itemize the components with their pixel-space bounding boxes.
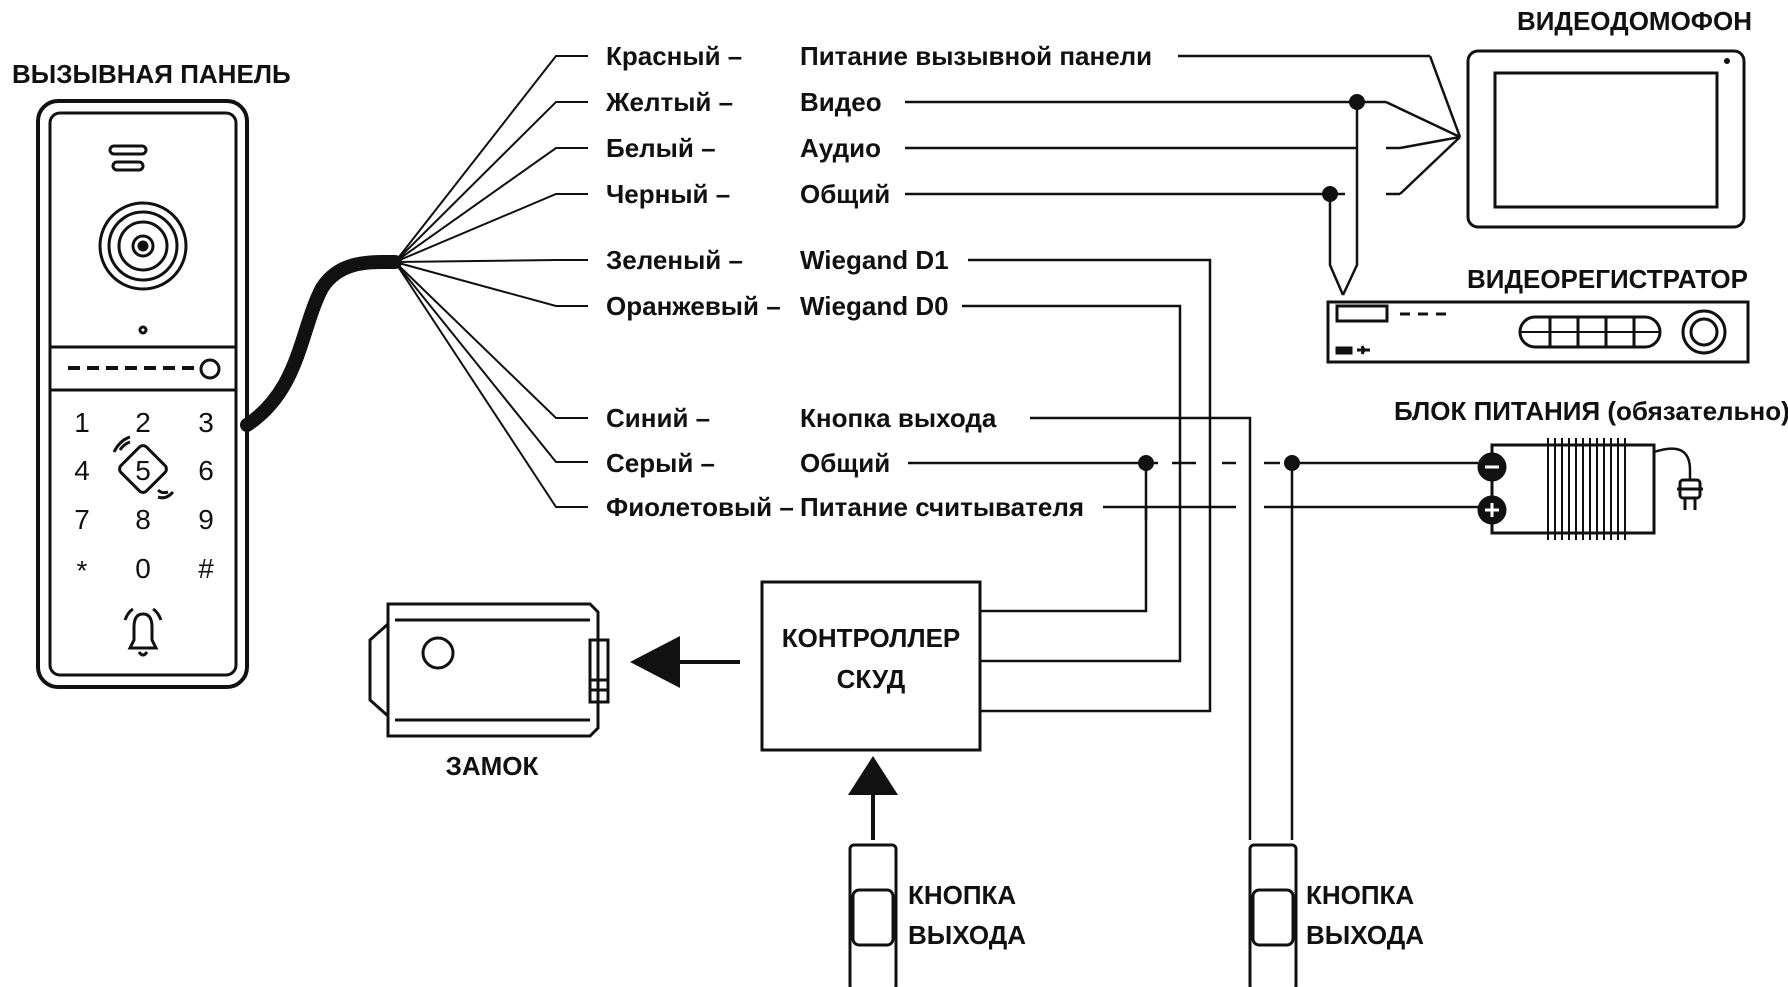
dvr-device: [1326, 300, 1750, 364]
wire-labels: Красный – Питание вызывной панели Желтый…: [605, 41, 1152, 522]
wire-color-label: Синий –: [606, 403, 710, 433]
videophone-monitor: [1466, 49, 1746, 229]
exit-button-2-label-line2: ВЫХОДА: [1306, 920, 1424, 950]
wire-color-label: Белый –: [606, 133, 716, 163]
key-hash: #: [198, 553, 214, 584]
wire-function-label: Питание считывателя: [800, 492, 1084, 522]
power-supply: [1477, 438, 1703, 540]
wire-function-label: Кнопка выхода: [800, 403, 997, 433]
wire-color-label: Зеленый –: [606, 245, 743, 275]
wire-function-label: Wiegand D1: [800, 245, 949, 275]
wire-function-label: Общий: [800, 179, 890, 209]
lock-label: ЗАМОК: [446, 751, 539, 781]
exit-button-1-label-line2: ВЫХОДА: [908, 920, 1026, 950]
exit-button-1: [848, 843, 898, 987]
key-6: 6: [198, 455, 214, 486]
arrow-to-lock: [630, 636, 680, 688]
junction-dots: [1138, 94, 1365, 471]
wire-function-label: Аудио: [800, 133, 881, 163]
key-7: 7: [74, 504, 90, 535]
key-2: 2: [135, 407, 151, 438]
psu-label: БЛОК ПИТАНИЯ (обязательно): [1394, 396, 1788, 426]
wire-function-label: Видео: [800, 87, 882, 117]
wire-color-label: Серый –: [606, 448, 715, 478]
exit-button-1-label-line1: КНОПКА: [908, 880, 1016, 910]
wire-function-label: Общий: [800, 448, 890, 478]
controller-label-line1: КОНТРОЛЛЕР: [782, 623, 961, 653]
wire-color-label: Оранжевый –: [606, 291, 781, 321]
key-5: 5: [135, 455, 151, 486]
dvr-label: ВИДЕОРЕГИСТРАТОР: [1467, 264, 1748, 294]
wire-color-label: Фиолетовый –: [606, 492, 794, 522]
wire-lines: [696, 54, 1478, 840]
key-9: 9: [198, 504, 214, 535]
controller-label-line2: СКУД: [837, 664, 906, 694]
keypad: 1 2 3 4 5 6 7 8 9 * 0 #: [74, 407, 214, 586]
access-controller: [760, 580, 982, 752]
call-panel-label: ВЫЗЫВНАЯ ПАНЕЛЬ: [12, 59, 291, 89]
wire-color-label: Черный –: [606, 179, 730, 209]
wire-function-label: Питание вызывной панели: [800, 41, 1152, 71]
bell-icon: [123, 607, 163, 657]
electric-lock: [368, 602, 610, 738]
key-1: 1: [74, 407, 90, 438]
key-8: 8: [135, 504, 151, 535]
videophone-label: ВИДЕОДОМОФОН: [1517, 6, 1752, 36]
key-star: *: [77, 555, 88, 586]
wire-color-label: Красный –: [606, 41, 742, 71]
exit-button-2: [1248, 843, 1298, 987]
key-4: 4: [74, 455, 90, 486]
wire-fan: [394, 55, 588, 508]
wire-function-label: Wiegand D0: [800, 291, 949, 321]
arrow-to-controller: [848, 756, 898, 795]
exit-button-2-label-line1: КНОПКА: [1306, 880, 1414, 910]
key-3: 3: [198, 407, 214, 438]
wire-color-label: Желтый –: [605, 87, 733, 117]
call-panel: [36, 99, 402, 689]
key-0: 0: [135, 553, 151, 584]
